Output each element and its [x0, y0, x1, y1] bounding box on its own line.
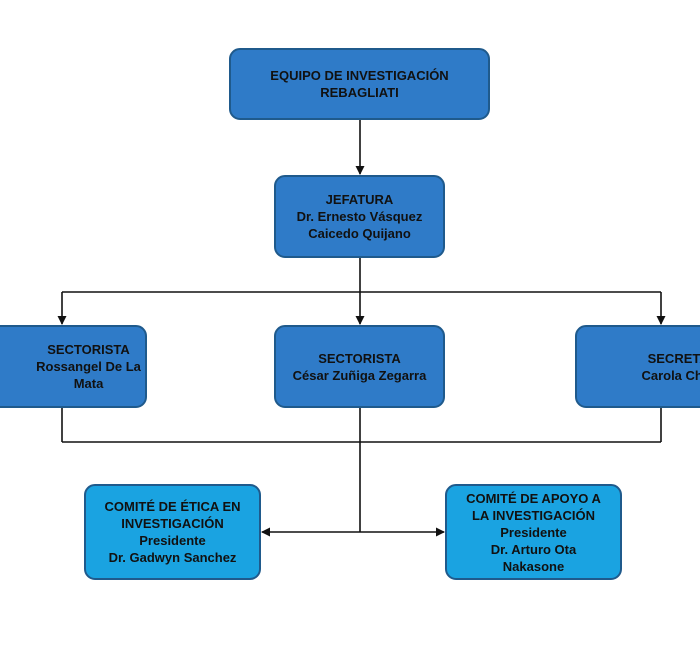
sectorista-left-line1: Rossangel De La — [36, 359, 141, 374]
secretaria-title: SECRETARIA G — [647, 350, 700, 366]
sectorista-mid-line1: César Zuñiga Zegarra — [292, 367, 427, 383]
sectorista-left-line2: Mata — [73, 376, 104, 391]
comite-apoyo-line5: Nakasone — [502, 558, 565, 574]
node-comite-etica: COMITÉ DE ÉTICA EN INVESTIGACIÓN Preside… — [84, 484, 261, 580]
comite-apoyo-line1: COMITÉ DE APOYO A — [466, 490, 601, 506]
comite-etica-line4: Dr. Gadwyn Sanchez — [108, 550, 237, 565]
node-jefatura: JEFATURA Dr. Ernesto Vásquez Caicedo Qui… — [274, 175, 445, 258]
equipo-line2: REBAGLIATI — [320, 85, 399, 100]
node-secretaria: SECRETARIA G Carola Chira La R — [575, 325, 700, 408]
node-sectorista-left: SECTORISTA Rossangel De La Mata — [0, 325, 147, 408]
jefatura-line2: Caicedo Quijano — [308, 226, 411, 241]
jefatura-line1: Dr. Ernesto Vásquez — [296, 209, 423, 224]
secretaria-line1: Carola Chira La R — [641, 367, 700, 383]
comite-apoyo-line2: LA INVESTIGACIÓN — [471, 507, 596, 523]
node-sectorista-mid: SECTORISTA César Zuñiga Zegarra — [274, 325, 445, 408]
node-comite-apoyo: COMITÉ DE APOYO A LA INVESTIGACIÓN Presi… — [445, 484, 622, 580]
node-equipo-investigacion: EQUIPO DE INVESTIGACIÓN REBAGLIATI — [229, 48, 490, 120]
comite-apoyo-line3: Presidente — [500, 524, 567, 540]
comite-etica-line1: COMITÉ DE ÉTICA EN — [104, 499, 241, 514]
comite-apoyo-line4: Dr. Arturo Ota — [490, 541, 577, 557]
comite-etica-line2: INVESTIGACIÓN — [121, 516, 224, 531]
jefatura-title: JEFATURA — [325, 192, 394, 207]
sectorista-left-title: SECTORISTA — [47, 342, 130, 357]
equipo-line1: EQUIPO DE INVESTIGACIÓN — [270, 68, 449, 83]
comite-etica-line3: Presidente — [139, 533, 206, 548]
sectorista-mid-title: SECTORISTA — [318, 350, 401, 366]
